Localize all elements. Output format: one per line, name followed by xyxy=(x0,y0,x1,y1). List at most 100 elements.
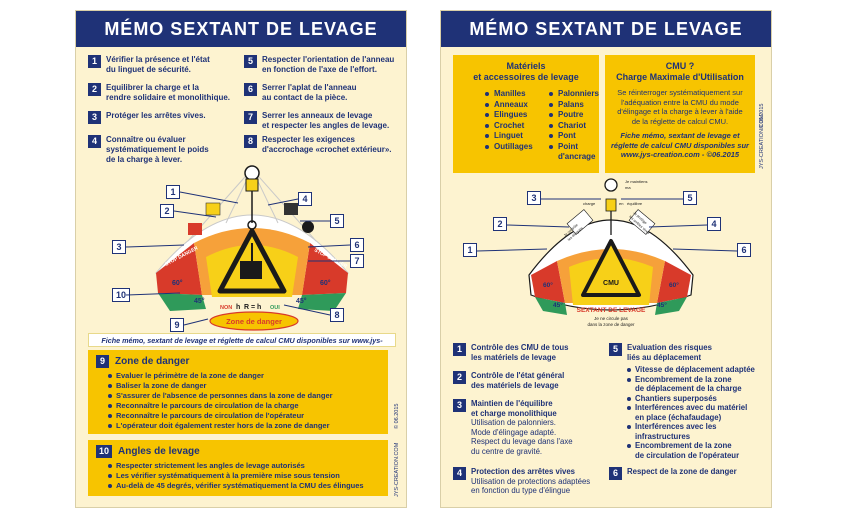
diagram-callout-9: 9 xyxy=(170,318,184,332)
box9-list: Evaluer le périmètre de la zone de dange… xyxy=(88,371,388,431)
step-number: 4 xyxy=(88,135,101,148)
cmu-title-1: CMU ? xyxy=(665,61,695,71)
list-item: Au-delà de 45 degrés, vérifier systémati… xyxy=(108,481,388,491)
angle-45-right-r: 45° xyxy=(657,301,667,309)
top-text-2: ma xyxy=(625,185,631,190)
step-head: Contrôle des CMU de tous xyxy=(471,343,569,352)
box10-title: Angles de levage xyxy=(118,446,200,457)
list-item: Vitesse de déplacement adaptée xyxy=(627,365,771,375)
list-item: Interférences avec les infrastructures xyxy=(627,422,771,441)
oui-label: OUI xyxy=(270,305,280,311)
angle-60-left: 60° xyxy=(172,279,183,287)
vertical-date-left: © 06.2015 xyxy=(394,403,400,429)
diagram-callout-2: 2 xyxy=(160,204,174,218)
step-sub: Utilisation de palonniers. xyxy=(471,418,556,427)
angle-60-left-r: 60° xyxy=(543,281,553,289)
step-number: 2 xyxy=(453,371,466,384)
cmu-italic-line: www.jys-creation.com - ©06.2015 xyxy=(620,150,740,159)
memo-card-left: MÉMO SEXTANT DE LEVAGE 1 Vérifier la prés… xyxy=(75,10,407,508)
bottom-text-2: dans la zone de danger xyxy=(587,322,635,327)
step-number: 1 xyxy=(88,55,101,68)
materials-title-2: et accessoires de levage xyxy=(473,72,579,82)
step-head: Protection des arrêtes vives xyxy=(471,467,576,476)
step-sub: Mode d'élingage adapté. xyxy=(471,427,557,437)
card-title: MÉMO SEXTANT DE LEVAGE xyxy=(76,11,406,47)
step-number: 4 xyxy=(453,467,466,480)
cmu-italic-line: Fiche mémo, sextant de levage et xyxy=(620,131,740,140)
diagram-callout-4: 4 xyxy=(298,192,312,206)
angle-45-left-r: 45° xyxy=(553,301,563,309)
list-item: Poutre xyxy=(549,110,599,121)
angle-60-right-r: 60° xyxy=(669,281,679,289)
cmu-italic-line: réglette de calcul CMU disponibles sur xyxy=(611,140,749,150)
sextant-diagram-right: CMU 60° 60° 45° 45° SEXTANT DE LEVAGE Je… xyxy=(528,178,694,327)
step-number: 6 xyxy=(244,83,257,96)
left-callout-lines xyxy=(125,191,351,326)
right-callout-lines xyxy=(476,198,738,252)
step-number: 3 xyxy=(453,399,466,412)
step-number: 1 xyxy=(453,343,466,356)
step-number: 3 xyxy=(88,111,101,124)
step-sub: Respect du levage dans l'axe xyxy=(471,437,573,446)
sextant-diagram-left: STOP DANGER STOP DANGER 60° 60° 45° 45° … xyxy=(154,165,350,331)
list-item: Crochet xyxy=(485,121,524,132)
top-text-3: charge xyxy=(583,201,596,206)
step-number: 5 xyxy=(609,343,622,356)
diagram-callout-7: 7 xyxy=(350,254,364,268)
materials-title-1: Matériels xyxy=(506,61,546,71)
cmu-title-2: Charge Maximale d'Utilisation xyxy=(616,72,744,82)
box-angles-levage: 10 Angles de levage Respecter strictemen… xyxy=(88,440,388,496)
box9-number: 9 xyxy=(96,355,109,368)
list-item: Chariot xyxy=(549,121,599,132)
step-head: Contrôle de l'état général xyxy=(471,371,565,380)
list-item: Baliser la zone de danger xyxy=(108,381,388,391)
diagram-callout-6: 6 xyxy=(350,238,364,252)
step-text: Protéger les arrêtes vives. xyxy=(106,111,206,120)
r-formula: R = h xyxy=(244,304,261,311)
list-item: L'opérateur doit également rester hors d… xyxy=(108,421,388,431)
list-item: Point d'ancrage xyxy=(549,142,599,163)
angle-45-right: 45° xyxy=(296,297,307,305)
memo-card-right: MÉMO SEXTANT DE LEVAGE Matériels et acce… xyxy=(440,10,772,508)
step-head: liés au déplacement xyxy=(627,352,702,362)
diagram-callout-2: 2 xyxy=(493,217,507,231)
diagram-callout-6: 6 xyxy=(737,243,751,257)
info-band-left: Fiche mémo, sextant de levage et réglett… xyxy=(88,333,396,358)
vertical-brand-right: JYS-CREATION.COM xyxy=(759,114,765,169)
list-item: Chantiers superposés xyxy=(627,394,771,404)
list-item: Elingues xyxy=(485,110,527,121)
non-label: NON xyxy=(220,305,232,311)
list-item: Palans xyxy=(549,100,599,111)
list-item: S'assurer de l'absence de personnes dans… xyxy=(108,391,388,401)
step-number: 2 xyxy=(88,83,101,96)
list-item: Les vérifier systématiquement à la premi… xyxy=(108,471,388,481)
diagram-callout-5: 5 xyxy=(330,214,344,228)
list-item: Anneaux xyxy=(485,100,528,111)
box10-number: 10 xyxy=(96,445,112,458)
box-zone-danger: 9 Zone de danger Evaluer le périmètre de… xyxy=(88,350,388,434)
list-item: Pont xyxy=(549,131,599,142)
vertical-brand-left: JYS-CREATION.COM xyxy=(394,442,400,497)
step-number: 5 xyxy=(244,55,257,68)
box10-list: Respecter strictement les angles de leva… xyxy=(88,461,388,491)
